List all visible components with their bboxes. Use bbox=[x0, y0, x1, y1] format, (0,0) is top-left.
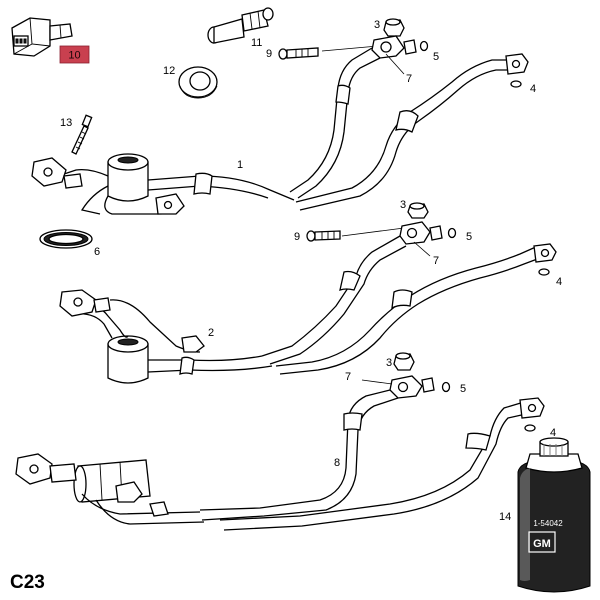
hose-assembly-2[interactable] bbox=[59, 202, 557, 384]
callout-3-middle: 3 bbox=[400, 199, 406, 211]
cap-3-middle bbox=[407, 202, 429, 219]
callout-7-lower: 7 bbox=[345, 371, 351, 383]
cap-3-lower bbox=[393, 352, 415, 371]
fitting-4-middle bbox=[533, 243, 557, 263]
bolt-9-upper bbox=[278, 47, 319, 60]
sheet-label: C23 bbox=[10, 572, 45, 593]
valve-block-upper bbox=[371, 35, 417, 59]
callout-5-middle: 5 bbox=[466, 231, 472, 243]
callout-5-lower: 5 bbox=[460, 383, 466, 395]
part-6-o-ring[interactable] bbox=[39, 229, 93, 249]
callout-3-upper: 3 bbox=[374, 19, 380, 31]
callout-7-middle: 7 bbox=[433, 255, 439, 267]
cap-3-upper bbox=[383, 18, 405, 37]
part-11-switch[interactable] bbox=[207, 7, 274, 44]
fitting-4-lower bbox=[519, 397, 545, 419]
accumulator-1 bbox=[107, 153, 149, 202]
part-13-bolt[interactable] bbox=[71, 114, 93, 155]
callout-4-upper: 4 bbox=[530, 83, 536, 95]
callout-10-highlight[interactable]: 10 bbox=[59, 45, 90, 64]
valve-block-middle bbox=[399, 221, 443, 245]
callout-12: 12 bbox=[163, 65, 175, 77]
callout-4-middle: 4 bbox=[556, 276, 562, 288]
callout-6: 6 bbox=[94, 246, 100, 258]
callout-11: 11 bbox=[251, 37, 262, 49]
fitting-4-upper bbox=[505, 53, 529, 75]
callout-9-middle: 9 bbox=[294, 231, 300, 243]
callout-9-upper: 9 bbox=[266, 48, 272, 60]
bolt-9-middle bbox=[306, 230, 341, 242]
bottle-part-number: 1-54042 bbox=[533, 519, 563, 528]
hose-assembly-8[interactable] bbox=[15, 352, 545, 531]
gm-logo: GM bbox=[533, 538, 551, 550]
accumulator-2 bbox=[107, 335, 149, 384]
callout-8: 8 bbox=[334, 457, 340, 469]
part-14-oil-bottle[interactable]: 1-54042 GM bbox=[517, 437, 591, 593]
callout-10: 10 bbox=[68, 50, 80, 62]
valve-block-lower bbox=[389, 375, 435, 399]
callout-5-upper: 5 bbox=[433, 51, 439, 63]
part-10-pressure-switch[interactable] bbox=[11, 17, 73, 57]
callout-1: 1 bbox=[237, 159, 243, 171]
hose-assembly-1[interactable] bbox=[31, 18, 529, 215]
callout-3-lower: 3 bbox=[386, 357, 392, 369]
callout-13: 13 bbox=[60, 117, 72, 129]
callout-2: 2 bbox=[208, 327, 214, 339]
part-12-seal-ring[interactable] bbox=[178, 66, 218, 99]
callout-14: 14 bbox=[499, 511, 511, 523]
callout-7-upper: 7 bbox=[406, 73, 412, 85]
callout-4-lower: 4 bbox=[550, 427, 556, 439]
